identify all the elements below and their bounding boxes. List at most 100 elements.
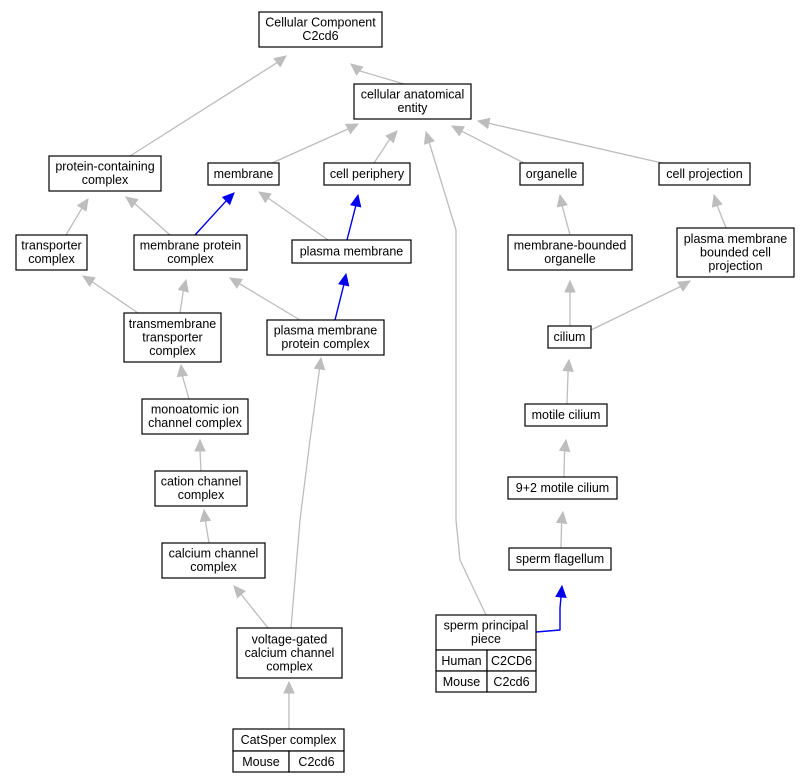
arrowhead-icon: [176, 363, 189, 378]
edges-layer: [65, 55, 727, 729]
arrowhead-icon: [345, 123, 360, 135]
node-box: [658, 162, 751, 186]
edge-line: [461, 130, 525, 164]
edge-line: [561, 205, 571, 236]
node-box: [524, 403, 608, 427]
edge-line: [204, 520, 210, 544]
edge-line: [334, 284, 345, 321]
edge-line: [535, 596, 562, 633]
node-plasmam[interactable]: plasma membrane: [291, 239, 412, 264]
arrowhead-icon: [423, 130, 435, 145]
gene-cell: [486, 670, 537, 693]
edge-line: [194, 200, 227, 236]
node-label-line: 9+2 motile cilium: [516, 481, 609, 495]
node-box: [141, 398, 249, 435]
node-label-line: complex: [28, 252, 75, 266]
arrowhead-icon: [273, 55, 287, 68]
node-spermfl[interactable]: sperm flagellum: [508, 547, 612, 571]
edge-spp-to-spermfl: [535, 584, 567, 633]
edge-catcc-to-moic: [194, 438, 206, 472]
edge-spermfl-to-ninetwo: [555, 510, 568, 549]
edge-pmbcp-to-cellproj: [711, 193, 727, 229]
node-label-line: complex: [82, 173, 129, 187]
edge-transc-to-pcc: [65, 197, 89, 236]
node-box: [547, 325, 592, 349]
node-label-line: piece: [471, 632, 501, 646]
node-label-line: protein complex: [281, 337, 370, 351]
node-label-line: cilium: [554, 330, 586, 344]
node-membrane[interactable]: membrane: [207, 162, 280, 186]
node-box: [48, 155, 162, 192]
node-box: [133, 234, 248, 271]
edge-tmtc-to-transc: [81, 275, 139, 314]
edge-line: [566, 370, 569, 405]
node-cellper[interactable]: cell periphery: [323, 162, 411, 186]
edge-pmpc-to-mpc: [228, 277, 301, 321]
node-box: [507, 476, 618, 500]
node-box: [207, 162, 280, 186]
node-motcil[interactable]: motile cilium: [524, 403, 608, 427]
edge-moic-to-tmtc: [176, 363, 190, 400]
edge-plasmam-to-membrane: [257, 191, 329, 241]
node-cellproj[interactable]: cell projection: [658, 162, 751, 186]
edge-line: [271, 128, 349, 164]
edge-calcc-to-catcc: [199, 508, 212, 544]
node-label-line: voltage-gated: [252, 632, 328, 646]
node-box: [236, 627, 343, 679]
arrowhead-icon: [228, 277, 243, 289]
node-label-line: C2cd6: [302, 29, 338, 43]
node-ninetwo[interactable]: 9+2 motile cilium: [507, 476, 618, 500]
node-label-line: complex: [178, 488, 225, 502]
edge-line: [199, 450, 202, 472]
species-label: Human: [441, 654, 481, 668]
node-label-line: cation channel: [161, 475, 242, 489]
node-cilium[interactable]: cilium: [547, 325, 592, 349]
node-label-line: transmembrane: [129, 317, 217, 331]
arrowhead-icon: [476, 117, 491, 130]
edge-line: [134, 203, 171, 236]
node-organelle[interactable]: organelle: [519, 162, 584, 186]
edge-mpc-to-membrane: [194, 192, 235, 236]
edge-pmpc-to-plasmam: [334, 272, 350, 321]
node-label-line: entity: [398, 101, 429, 115]
edge-mpc-to-pcc: [125, 196, 171, 236]
node-label-line: sperm principal: [444, 619, 529, 633]
node-label-line: bounded cell: [700, 245, 771, 259]
node-label-line: cell periphery: [330, 167, 405, 181]
edge-line: [129, 62, 278, 157]
edge-vgcc-to-pmpc: [290, 356, 326, 629]
edge-tmtc-to-mpc: [177, 278, 189, 314]
arrowhead-icon: [385, 130, 398, 144]
node-box: [507, 234, 633, 271]
arrowhead-icon: [562, 358, 574, 372]
node-label-line: monoatomic ion: [151, 403, 239, 417]
edge-spp-to-cae: [423, 130, 487, 616]
node-box: [266, 319, 385, 356]
arrowhead-icon: [350, 63, 364, 76]
node-box: [154, 470, 248, 507]
edge-line: [346, 205, 357, 241]
node-label-line: motile cilium: [532, 408, 601, 422]
node-label-line: complex: [167, 252, 214, 266]
node-label-line: sperm flagellum: [516, 552, 604, 566]
node-label-line: transporter: [21, 239, 81, 253]
edge-cilium-to-mbo: [564, 279, 576, 326]
